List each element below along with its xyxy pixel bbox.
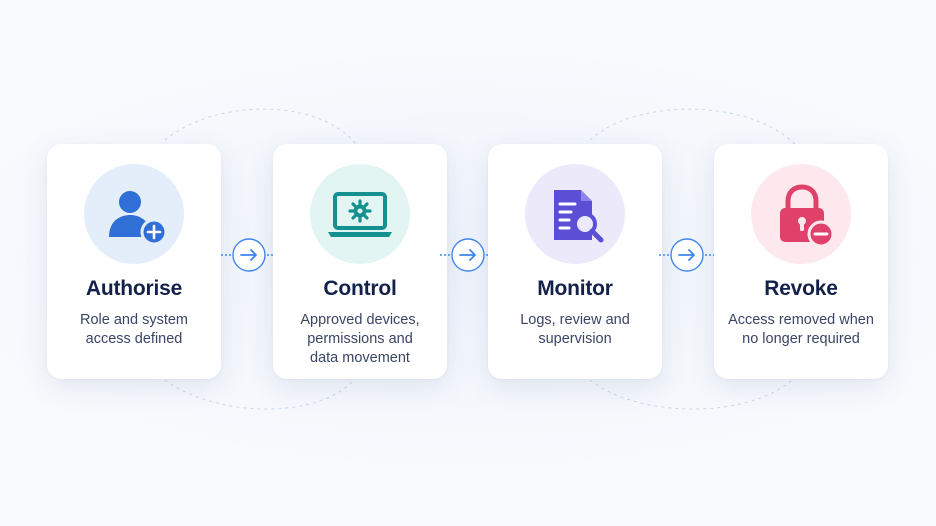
user-add-icon xyxy=(84,164,184,264)
step-description: Role and system access defined xyxy=(80,312,188,347)
step-title: Monitor xyxy=(537,277,613,300)
step-title: Control xyxy=(323,277,397,300)
step-description: Access removed when no longer required xyxy=(728,312,874,347)
step-title: Authorise xyxy=(85,277,183,300)
step-card-revoke: Revoke Access removed when no longer req… xyxy=(714,144,888,379)
step-description: Logs, review and supervision xyxy=(520,312,630,347)
arrow-right-icon xyxy=(221,236,277,274)
arrow-right-icon xyxy=(440,236,496,274)
laptop-gear-icon xyxy=(310,164,410,264)
step-title: Revoke xyxy=(764,277,838,300)
step-description: Approved devices, permissions and data m… xyxy=(300,312,420,366)
step-card-control: Control Approved devices, permissions an… xyxy=(273,144,447,379)
document-search-icon xyxy=(525,164,625,264)
step-card-authorise: Authorise Role and system access defined xyxy=(47,144,221,379)
step-card-monitor: Monitor Logs, review and supervision xyxy=(488,144,662,379)
arrow-right-icon xyxy=(659,236,715,274)
lock-remove-icon xyxy=(751,164,851,264)
